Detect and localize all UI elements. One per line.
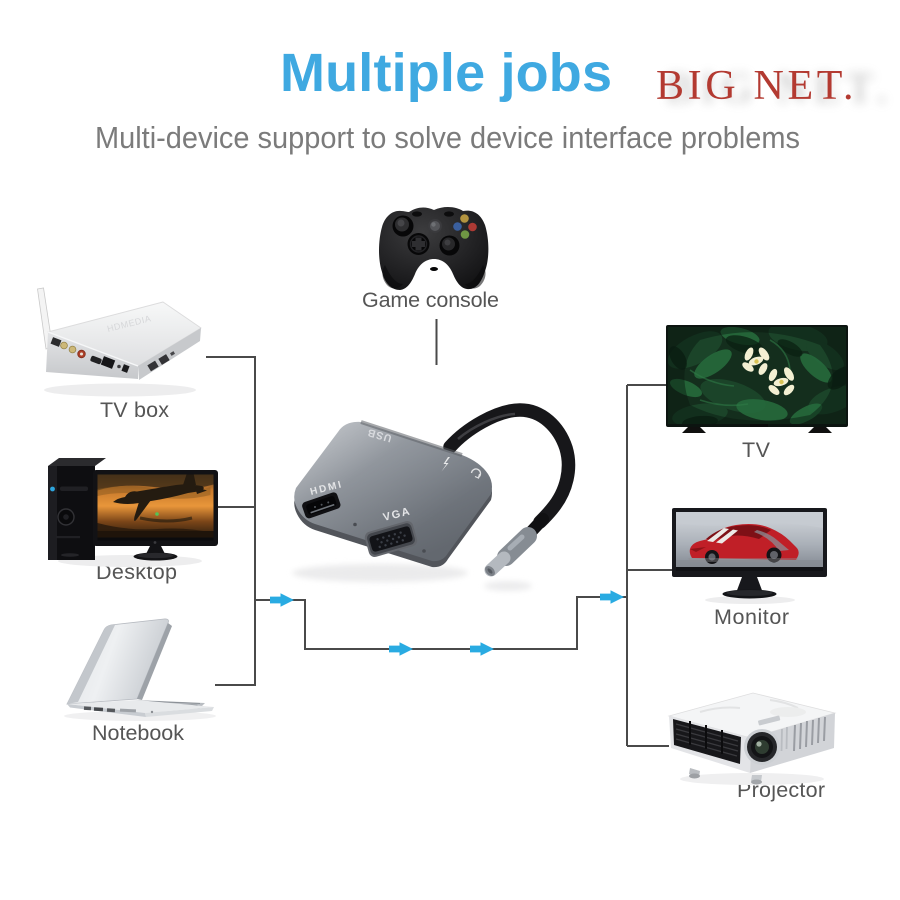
svg-text:Multi-device support to solve: Multi-device support to solve device int… [95, 120, 800, 155]
svg-text:Multiple jobs: Multiple jobs [280, 43, 612, 103]
svg-text:BIG NET. .: BIG NET. . [666, 66, 900, 112]
svg-text:Game console: Game console [362, 288, 499, 312]
svg-text:Monitor: Monitor [714, 605, 789, 629]
svg-text:TV: TV [742, 438, 771, 462]
svg-text:BIG NET.: BIG NET. [656, 63, 860, 109]
svg-text:TV box: TV box [100, 398, 169, 422]
svg-text:Notebook: Notebook [92, 721, 184, 745]
